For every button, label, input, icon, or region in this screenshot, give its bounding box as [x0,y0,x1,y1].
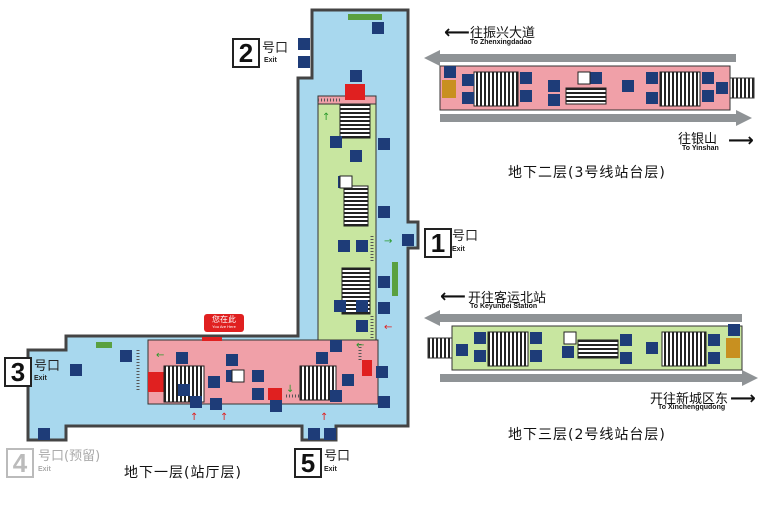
svg-text:↑: ↑ [190,412,198,423]
svg-text:⟶: ⟶ [728,130,754,151]
you-are-here-cn: 您在此 [212,315,236,324]
level-b3-caption: 地下三层(2号线站台层) [508,427,666,443]
line3-east-cn: 往银山 [678,132,718,147]
exit-5-en: Exit [324,466,337,473]
line2-west-cn: 开往客运北站 [468,291,547,306]
svg-text:⟵: ⟵ [444,22,470,43]
exit-4-label: 号口(预留) [38,449,101,464]
svg-text:⟵: ⟵ [440,286,466,307]
ticket-machines-right [392,262,398,296]
svg-text:↑: ↑ [320,412,328,423]
exit-2-number: 2 [232,38,260,68]
svg-text:←: ← [156,350,164,361]
line2-east-cn: 开往新城区东 [650,392,729,407]
exit-3-en: Exit [34,375,47,382]
exit-3-number: 3 [4,357,32,387]
you-are-here-badge: 您在此 You Are Here [204,314,244,332]
escalator-machine-left [148,372,164,392]
svg-text:→: → [384,236,392,247]
line3-west-cn: 往振兴大道 [470,26,536,41]
svg-text:↓: ↓ [286,384,294,395]
svg-text:↑: ↑ [220,412,228,423]
exit-4-en: Exit [38,466,51,473]
line2-west-en: To Keyunbei Station [470,303,538,310]
stairs-b1-1 [339,103,371,139]
escalator-machine-top [345,84,365,100]
platform-line3 [424,50,755,126]
exit-1-en: Exit [452,246,465,253]
ticket-machines-left [96,342,112,348]
exit-4-number: 4 [6,448,34,478]
line3-west-en: To Zhenxingdadao [470,39,532,46]
you-are-here-en: You Are Here [212,324,236,329]
stairs-b1-2 [343,185,369,227]
platform-line2 [424,310,758,386]
exit-3-label: 号口 [34,359,61,374]
level-b1-caption: 地下一层(站厅层) [124,465,242,481]
exit-5-label: 号口 [324,449,351,464]
exit-1-number: 1 [424,228,452,258]
svg-text:←: ← [384,322,392,333]
escalator-machine-mid [268,388,282,400]
level-b2-caption: 地下二层(3号线站台层) [508,165,666,181]
exit-1-label: 号口 [452,229,479,244]
ticket-machines-top [348,14,382,20]
svg-text:←: ← [356,340,364,351]
exit-5-number: 5 [294,448,322,478]
exit-2-en: Exit [264,57,277,64]
exit-2-label: 号口 [262,41,289,56]
line3-east-en: To Yinshan [682,145,719,152]
svg-text:↑: ↑ [322,112,330,123]
line2-east-en: To Xinchengqudong [658,404,726,411]
escalator-machine-right [362,360,372,376]
svg-text:⟶: ⟶ [730,388,756,409]
you-are-here-marker [202,337,222,341]
